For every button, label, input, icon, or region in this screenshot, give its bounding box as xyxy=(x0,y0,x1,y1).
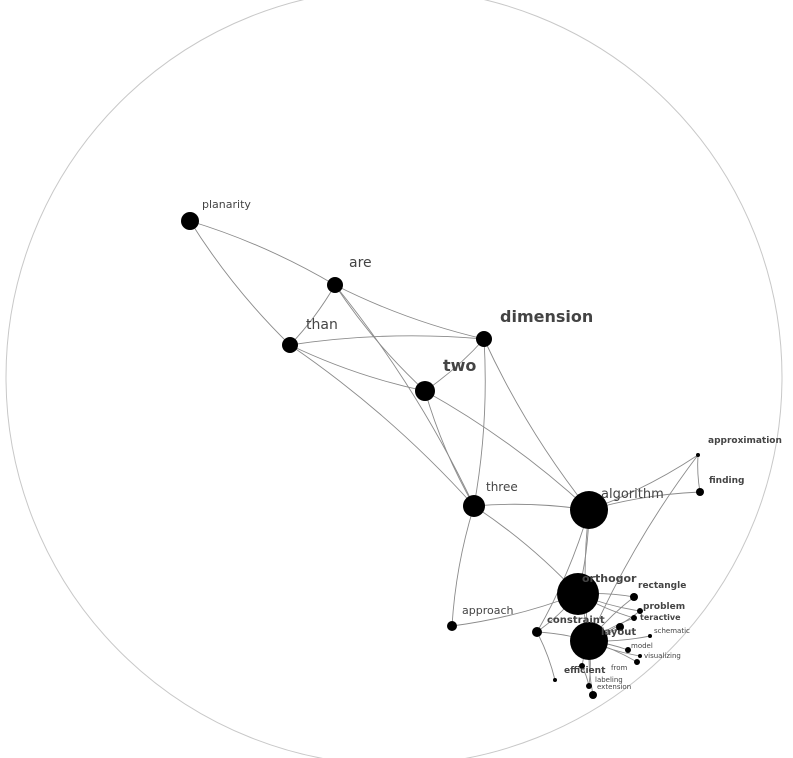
node-label-layout: layout xyxy=(601,627,636,638)
node-visualizing[interactable] xyxy=(638,654,642,658)
node-constraint[interactable] xyxy=(532,627,542,637)
layout-boundary-circle xyxy=(5,0,783,758)
edge-approximation-layout xyxy=(588,454,699,642)
node-label-labeling: labeling xyxy=(595,676,623,684)
node-label-finding: finding xyxy=(709,476,744,486)
node-small1[interactable] xyxy=(553,678,557,682)
node-label-two: two xyxy=(443,356,476,375)
edge-dimension-algorithm xyxy=(483,338,590,511)
node-than[interactable] xyxy=(282,337,298,353)
node-dimension[interactable] xyxy=(476,331,492,347)
node-label-efficient: efficient xyxy=(564,666,606,676)
node-are[interactable] xyxy=(327,277,343,293)
node-planarity[interactable] xyxy=(181,212,199,230)
node-label-approach: approach xyxy=(462,604,514,617)
node-label-schematic: schematic xyxy=(654,627,690,635)
edge-two-three xyxy=(424,390,475,507)
label-layer: planarity are than dimension two three algorit… xyxy=(202,198,782,691)
node-schematic[interactable] xyxy=(648,634,652,638)
node-layer xyxy=(181,212,704,699)
node-label-model: model xyxy=(631,642,653,650)
node-label-visualizing: visualizing xyxy=(644,652,681,660)
node-label-than: than xyxy=(306,317,338,333)
node-three[interactable] xyxy=(463,495,485,517)
edge-are-three xyxy=(334,284,475,507)
edge-than-three xyxy=(289,344,475,507)
node-small2[interactable] xyxy=(616,623,624,631)
edge-planarity-are xyxy=(189,220,336,286)
node-from[interactable] xyxy=(634,659,640,665)
edge-are-dimension xyxy=(334,284,485,340)
edge-layer xyxy=(189,220,701,696)
edge-approximation-finding xyxy=(697,454,701,493)
edge-planarity-than xyxy=(189,220,291,346)
node-finding[interactable] xyxy=(696,488,704,496)
node-rectangle[interactable] xyxy=(630,593,638,601)
node-approach[interactable] xyxy=(447,621,457,631)
node-problem[interactable] xyxy=(637,608,643,614)
node-layout[interactable] xyxy=(570,622,608,660)
node-label-are: are xyxy=(349,255,372,271)
node-label-planarity: planarity xyxy=(202,198,251,211)
edge-constraint-small1 xyxy=(536,631,556,681)
edge-dimension-three xyxy=(473,338,486,507)
edge-than-dimension xyxy=(289,335,485,346)
node-label-rectangle: rectangle xyxy=(638,581,686,591)
edge-are-two xyxy=(334,284,426,392)
node-approximation[interactable] xyxy=(696,453,700,457)
node-label-constraint: constraint xyxy=(547,615,605,626)
node-interactive[interactable] xyxy=(631,615,637,621)
node-model[interactable] xyxy=(625,647,631,653)
node-algorithm[interactable] xyxy=(570,491,608,529)
node-two[interactable] xyxy=(415,381,435,401)
node-extension[interactable] xyxy=(589,691,597,699)
node-label-orthogonal: orthogor xyxy=(582,572,637,585)
node-label-three: three xyxy=(486,480,518,494)
node-label-from: from xyxy=(611,664,627,672)
node-label-algorithm: algorithm xyxy=(601,487,664,502)
node-labeling[interactable] xyxy=(586,683,592,689)
node-label-problem: problem xyxy=(643,602,685,612)
edge-three-approach xyxy=(451,505,475,627)
node-efficient[interactable] xyxy=(579,663,585,669)
node-label-extension: extension xyxy=(597,683,631,691)
node-label-approximation: approximation xyxy=(708,436,782,446)
edge-two-algorithm xyxy=(424,390,590,511)
node-label-interactive: teractive xyxy=(640,613,681,622)
node-label-dimension: dimension xyxy=(500,307,593,326)
edge-than-two xyxy=(289,344,426,392)
node-orthogonal[interactable] xyxy=(557,573,599,615)
edge-are-than xyxy=(289,284,336,346)
